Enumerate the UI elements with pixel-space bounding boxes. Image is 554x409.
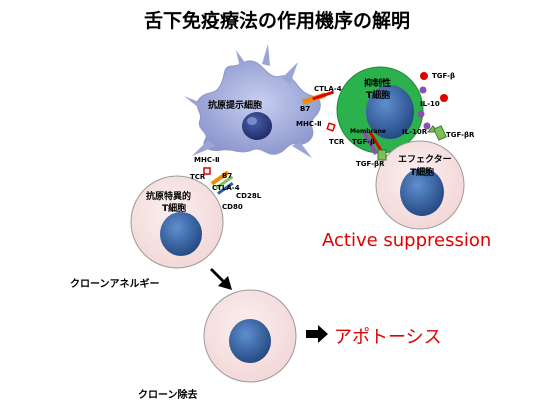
tcr-top-label: TCR [329,138,345,146]
membrane-label: Membrane [350,128,386,135]
ctla4-left-label: CTLA-4 [212,184,240,192]
membrane-tgfb-link [362,131,378,155]
cd80-label: CD80 [222,203,243,211]
apc-dendrite-3 [282,62,298,84]
tgfb-right-label: TGF-β [432,72,456,80]
apc-nucleus [242,112,272,140]
apc-cell-body [196,60,321,155]
b7-ctla4-bar-top-2 [312,90,335,101]
tgfb-membrane-label: TGF-β [352,138,376,146]
effector-label-line2: T細胞 [410,168,435,178]
ctla4-top-label: CTLA-4 [314,85,342,93]
mhc-tcr-connector-left [203,167,211,175]
apoptosis-label: アポトーシス [334,327,442,348]
specific-label-line1: 抗原特異的 [146,192,192,202]
treg-label-line1: 抑制性 [364,79,392,89]
page-title: 舌下免疫療法の作用機序の解明 [143,10,410,32]
tgfbr-receptor-bottom [377,149,387,161]
apc-dendrite-4 [184,96,204,112]
b7-top-label: B7 [300,105,311,113]
mhc-tcr-connector-top [326,122,336,132]
apoptosis-nucleus [229,319,271,363]
apc-dendrite-1 [236,50,246,68]
mhc2-left-label: MHC-Ⅱ [194,156,220,164]
arrow-right [306,325,328,343]
cd28l-label: CD28L [236,192,262,200]
b7-ctla4-bar-left [210,170,230,186]
il10r-label: IL-10R [402,128,428,136]
specific-nucleus [160,212,202,256]
tgfb-dot-2 [440,94,448,102]
apc-dendrite-2 [262,44,270,66]
effector-label-line1: エフェクター [398,155,452,165]
treg-label-line2: T細胞 [366,91,391,101]
tgfbr-receptor-right [433,125,447,141]
arrow-down [210,268,232,290]
anergy-label: クローンアネルギー [70,279,160,290]
apc-nucleus-highlight [247,117,257,125]
il10-dot-3 [423,122,431,130]
cd80-cd28-bar [217,182,234,195]
treg-nucleus [366,85,414,139]
apc-dendrite-5 [192,140,216,156]
deletion-label: クローン除去 [138,390,198,401]
specific-label-line2: T細胞 [162,204,187,214]
membrane-tgfb-link-2 [368,131,384,153]
il10-dot-2 [417,110,425,118]
b7-left-label: B7 [222,172,233,180]
il10-dot-1 [419,86,427,94]
active-suppression-label: Active suppression [322,230,492,251]
mhc2-top-label: MHC-Ⅱ [296,120,322,128]
tgfb-dot-1 [420,72,428,80]
tcr-left-label: TCR [190,173,206,181]
il10-label: IL-10 [420,100,440,108]
tgfbr-bottom-label: TGF-βR [356,160,385,168]
apc-dendrite-6 [292,142,312,158]
effector-nucleus [400,168,444,216]
b7-ctla4-bar-left-2 [215,175,234,190]
tgfbr-right-label: TGF-βR [446,131,475,139]
apc-label: 抗原提示細胞 [208,101,263,111]
